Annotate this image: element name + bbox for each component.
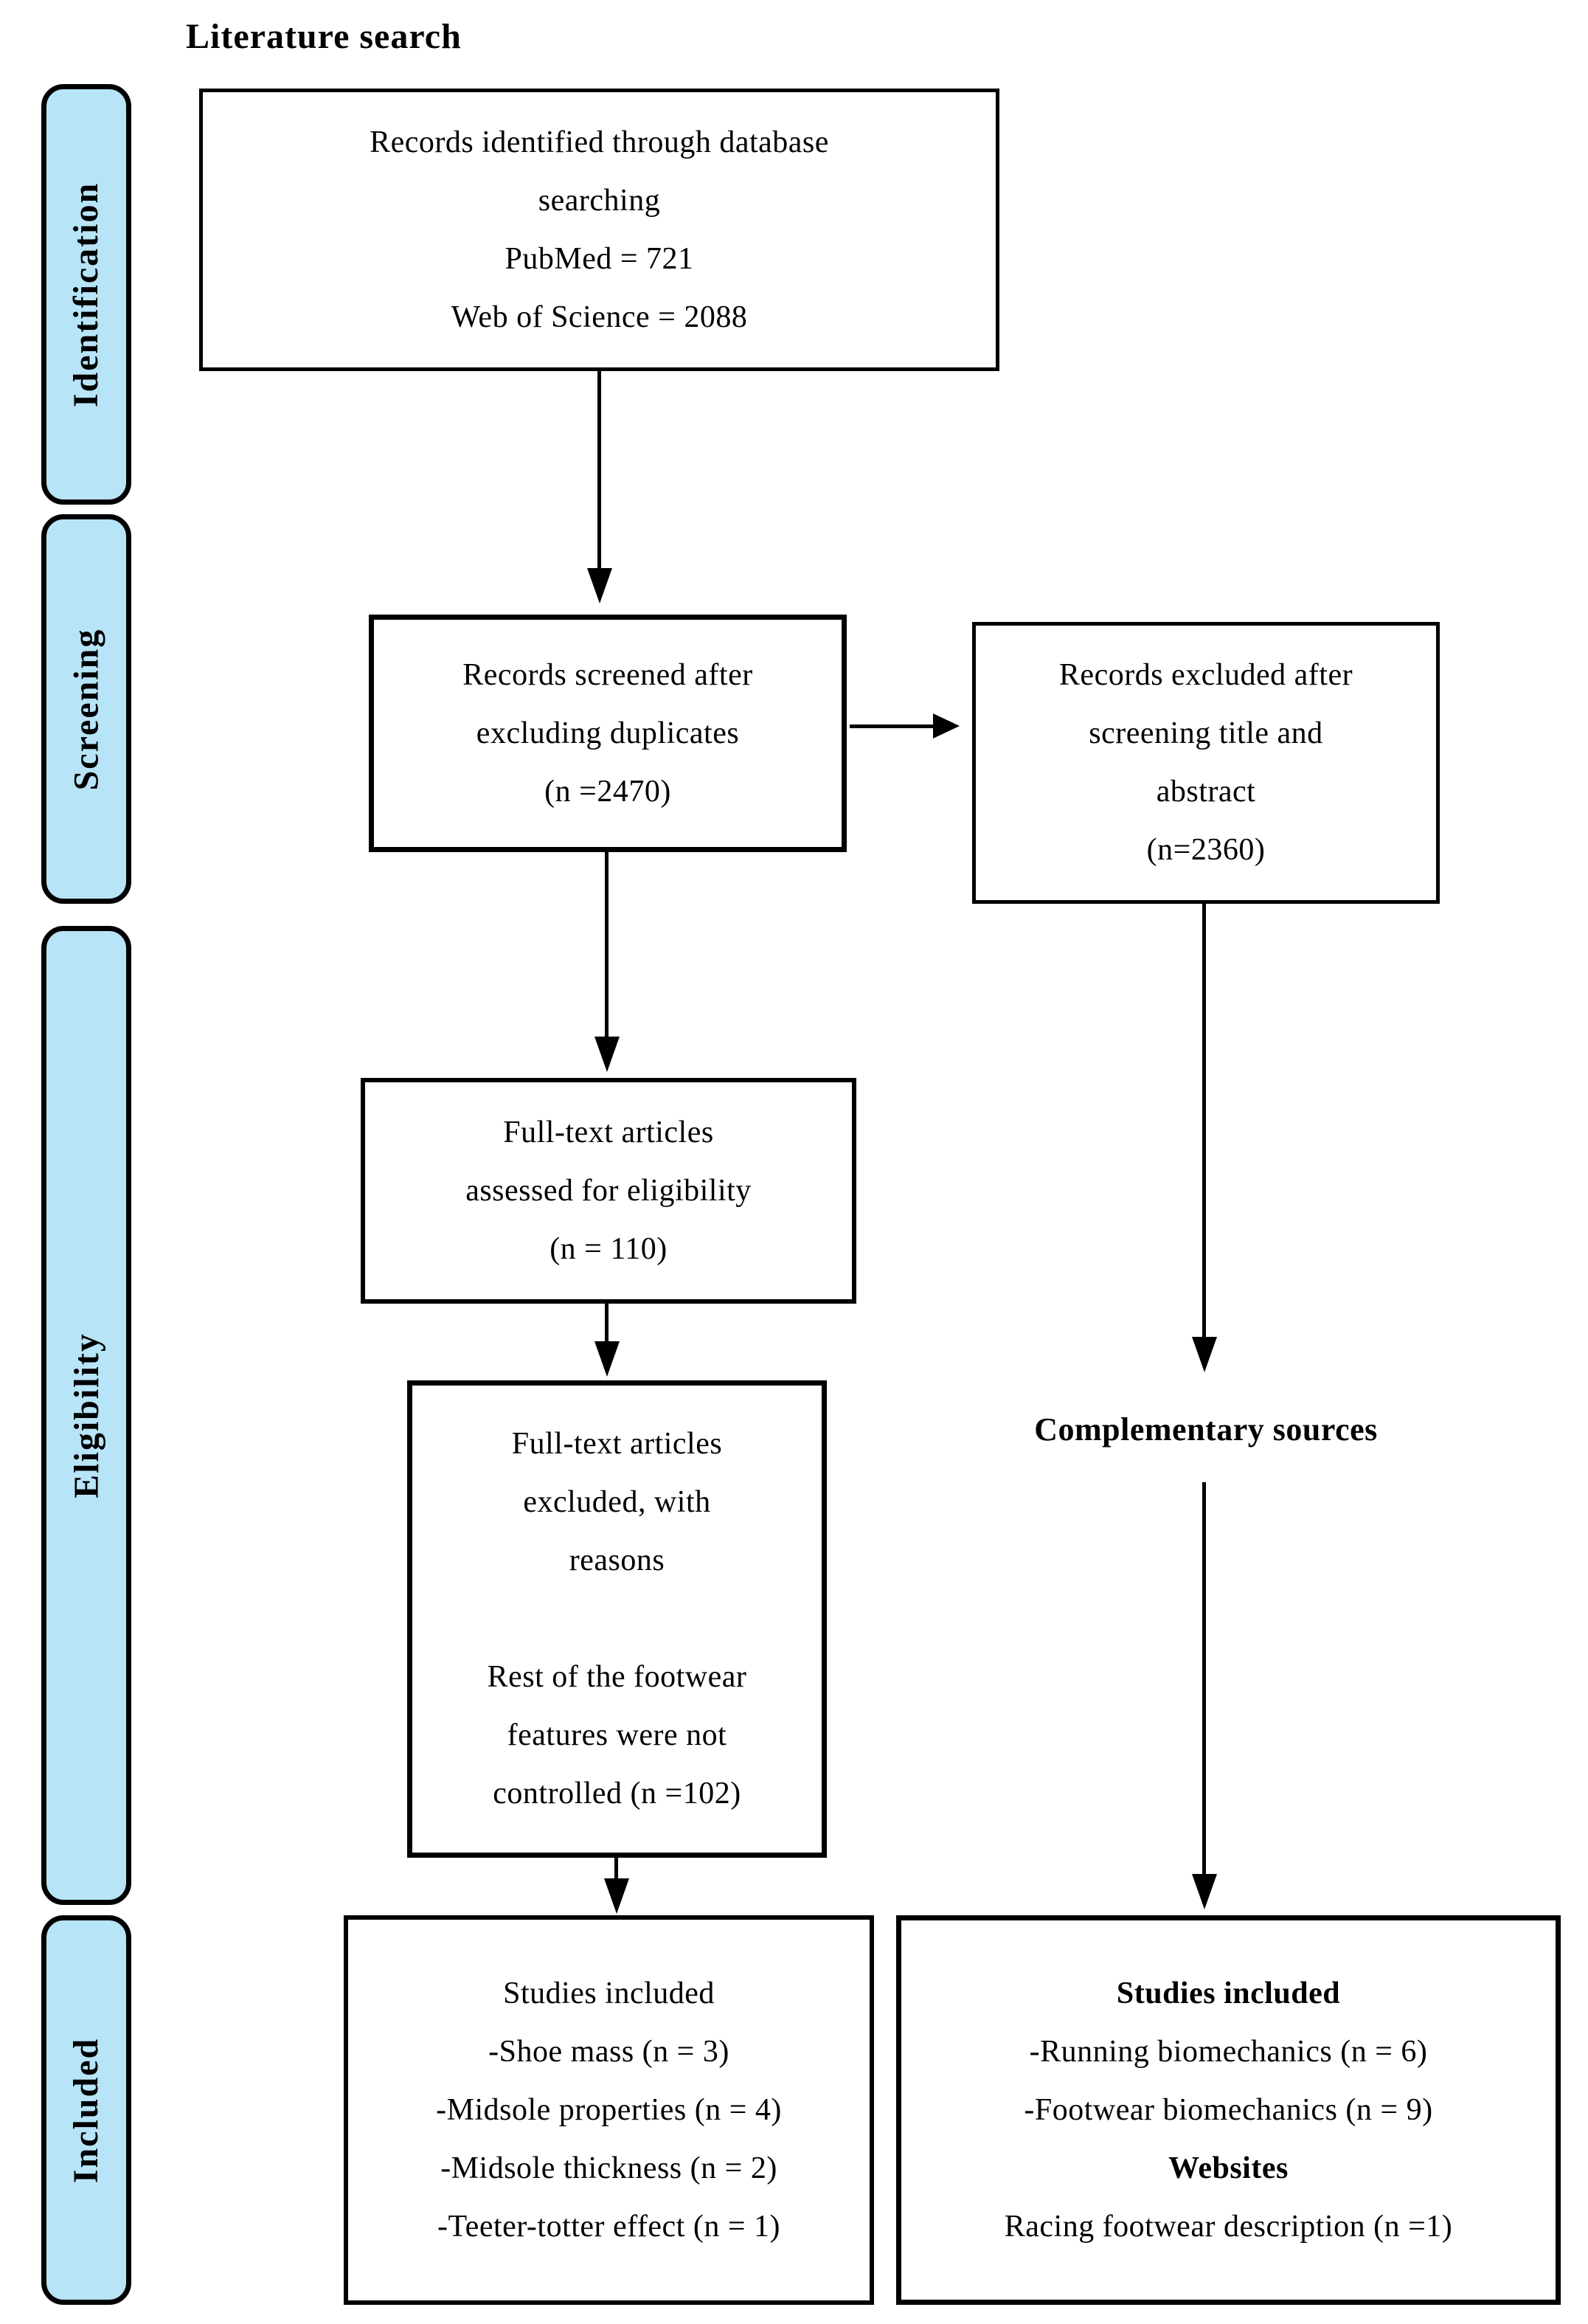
box-studies-included-complementary: Studies included -Running biomechanics (… [896,1915,1561,2305]
down-arrow-icon [1192,1874,1217,1909]
complementary-sources-label: Complementary sources [1034,1411,1378,1448]
box-fulltext-assessed: Full-text articles assessed for eligibil… [361,1078,856,1304]
box-records-identified-line: Records identified through database [370,125,829,159]
sidebar-stage-screening: Screening [41,514,131,904]
box-studies-included-databases-line: -Teeter-totter effect (n = 1) [437,2209,781,2244]
stage-label-identification: Identification [66,181,106,407]
box-studies-included-databases-line: -Midsole properties (n = 4) [436,2092,782,2127]
down-arrow-icon [594,1341,620,1377]
box-records-identified: Records identified through database sear… [199,89,999,371]
right-arrow-icon [933,713,960,739]
box-fulltext-assessed-line: Full-text articles [503,1115,714,1149]
stage-label-screening: Screening [66,628,106,790]
stage-label-included: Included [66,2037,106,2183]
box-studies-included-databases-line: -Shoe mass (n = 3) [488,2034,729,2069]
box-fulltext-assessed-line: (n = 110) [549,1231,668,1266]
box-records-screened-line: excluding duplicates [476,716,740,750]
box-studies-included-databases: Studies included -Shoe mass (n = 3) -Mid… [344,1915,874,2305]
page-title: Literature search [186,17,462,56]
sidebar-stage-eligibility: Eligibility [41,926,131,1905]
box-records-excluded-line: Records excluded after [1058,658,1353,692]
box-fulltext-excluded-line: excluded, with [523,1485,711,1519]
box-records-excluded-line: (n=2360) [1146,833,1266,867]
arrow-complementary-to-included-line [1202,1482,1206,1877]
box-studies-included-complementary-line: -Running biomechanics (n = 6) [1029,2034,1428,2069]
box-fulltext-excluded-line: Rest of the footwear [487,1660,747,1694]
arrow-identified-to-screened-line [597,370,601,570]
down-arrow-icon [587,568,612,604]
box-fulltext-excluded-line: features were not [507,1718,727,1752]
box-records-excluded: Records excluded after screening title a… [972,622,1440,904]
arrow-screened-to-excluded-line [850,724,935,728]
box-fulltext-excluded: Full-text articles excluded, with reason… [407,1380,827,1858]
down-arrow-icon [1192,1337,1217,1372]
box-records-screened-line: (n =2470) [544,774,671,809]
box-studies-included-complementary-heading: Studies included [1116,1976,1341,2010]
box-records-screened: Records screened after excluding duplica… [369,615,847,852]
stage-label-eligibility: Eligibility [66,1332,106,1498]
sidebar-stage-identification: Identification [41,84,131,505]
box-records-identified-line: PubMed = 721 [505,241,694,276]
box-records-identified-line: Web of Science = 2088 [451,300,748,334]
box-fulltext-assessed-line: assessed for eligibility [465,1173,752,1208]
box-studies-included-complementary-heading: Websites [1168,2151,1289,2185]
arrow-assessed-to-excluded-line [605,1304,608,1344]
box-studies-included-complementary-line: -Footwear biomechanics (n = 9) [1024,2092,1433,2127]
box-studies-included-databases-line: -Midsole thickness (n = 2) [440,2151,777,2185]
box-records-identified-line: searching [538,183,661,218]
box-studies-included-complementary-line: Racing footwear description (n =1) [1004,2209,1453,2244]
box-fulltext-excluded-line: controlled (n =102) [493,1777,741,1811]
box-records-excluded-line: abstract [1156,775,1256,809]
box-fulltext-excluded-line: Full-text articles [511,1427,723,1461]
down-arrow-icon [604,1878,629,1914]
arrow-screened-to-assessed-line [605,852,608,1038]
arrow-excluded-to-complementary-line [1202,904,1206,1339]
box-studies-included-databases-line: Studies included [503,1976,715,2010]
box-records-screened-line: Records screened after [462,657,753,692]
sidebar-stage-included: Included [41,1915,131,2305]
box-records-excluded-line: screening title and [1089,716,1323,750]
box-fulltext-excluded-line: reasons [569,1543,665,1577]
down-arrow-icon [594,1037,620,1072]
arrow-excluded-to-included-line [614,1857,618,1881]
